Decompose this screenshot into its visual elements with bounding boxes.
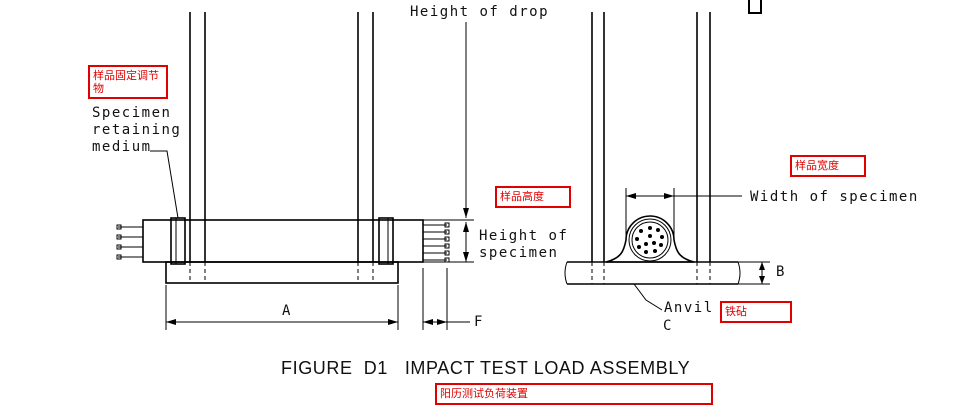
annotation-specimen-height: 样品高度: [495, 186, 571, 208]
rv-cable-sheath: [628, 218, 672, 262]
height-of-specimen-label: Height of specimen: [479, 228, 569, 261]
wires-left: [116, 224, 143, 260]
anvil-label: Anvil: [664, 300, 714, 316]
dim-a-label: A: [282, 303, 292, 319]
rv-cable-conductors: [635, 226, 664, 254]
annotation-retaining-medium: 样品固定调节物: [88, 65, 168, 99]
anvil-leader: [633, 283, 663, 311]
dim-f-label: F: [474, 314, 484, 330]
annotation-anvil: 铁砧: [720, 301, 792, 323]
width-of-specimen-label: Width of specimen: [750, 189, 919, 205]
annotation-specimen-width: 样品宽度: [790, 155, 866, 177]
annotation-caption: 阳历测试负荷装置: [435, 383, 713, 405]
dim-b-label: B: [776, 264, 786, 280]
retaining-medium-leader: [150, 150, 179, 219]
specimen-retaining-medium-label: Specimen retaining medium: [92, 105, 182, 155]
retaining-collar-left: [170, 217, 186, 265]
rv-retaining-medium: [605, 215, 695, 263]
dim-c-label: C: [663, 318, 673, 334]
base-plate: [165, 261, 399, 284]
retaining-collar-right: [378, 217, 394, 265]
height-of-drop-label: Height of drop: [410, 4, 550, 20]
wires-right: [423, 222, 450, 263]
figure-caption: FIGURE D1 IMPACT TEST LOAD ASSEMBLY: [281, 358, 691, 378]
corner-square-mark: [748, 0, 762, 14]
